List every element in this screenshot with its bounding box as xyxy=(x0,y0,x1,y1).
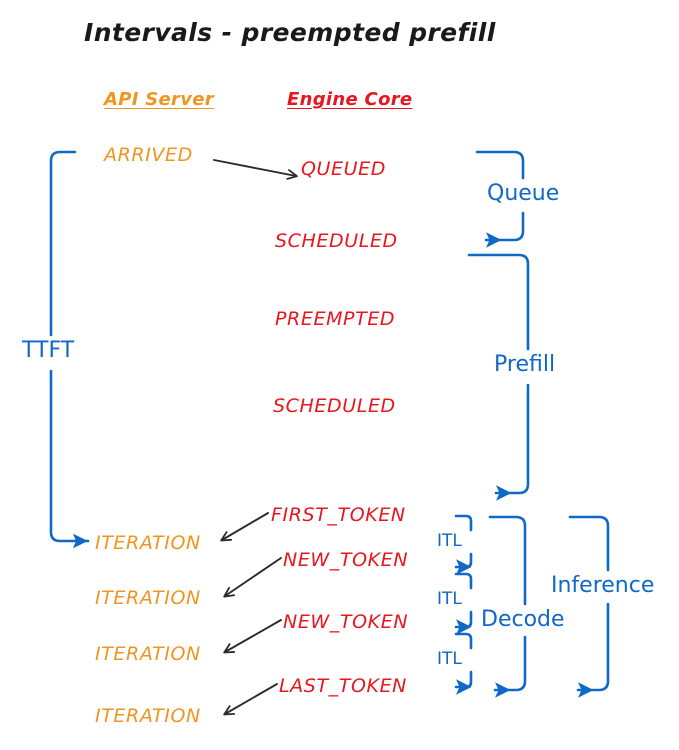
api-event-arrived: ARRIVED xyxy=(104,144,193,166)
engine-event-scheduled-2: SCHEDULED xyxy=(273,395,396,417)
page-title: Intervals - preempted prefill xyxy=(84,18,496,47)
arrow-new-token-2-to-iteration xyxy=(223,619,282,654)
interval-label-itl-1: ITL xyxy=(437,531,462,551)
arrow-arrived-to-queued xyxy=(213,159,298,180)
bracket-ttft xyxy=(49,150,90,549)
api-event-iteration-3: ITERATION xyxy=(95,643,201,665)
interval-label-decode: Decode xyxy=(481,607,565,632)
interval-label-inference: Inference xyxy=(551,573,655,598)
engine-event-first-token: FIRST_TOKEN xyxy=(271,504,406,526)
interval-label-ttft: TTFT xyxy=(22,338,75,363)
interval-label-queue: Queue xyxy=(487,181,560,206)
bracket-queue xyxy=(475,150,525,248)
arrow-new-token-1-to-iteration xyxy=(223,557,282,598)
bracket-itl-1 xyxy=(454,514,473,575)
interval-label-itl-3: ITL xyxy=(437,649,462,669)
bracket-decode xyxy=(488,515,527,698)
api-event-iteration-2: ITERATION xyxy=(95,587,201,609)
interval-label-itl-2: ITL xyxy=(437,589,462,609)
arrow-first-token-to-iteration xyxy=(220,512,269,542)
bracket-itl-2 xyxy=(454,572,473,635)
engine-event-scheduled-1: SCHEDULED xyxy=(275,230,398,252)
engine-event-new-token-2: NEW_TOKEN xyxy=(283,611,409,633)
engine-event-preempted: PREEMPTED xyxy=(275,308,396,330)
bracket-prefill xyxy=(467,253,530,501)
api-event-iteration-1: ITERATION xyxy=(95,532,201,554)
engine-event-last-token: LAST_TOKEN xyxy=(279,675,407,697)
api-event-iteration-4: ITERATION xyxy=(95,705,201,727)
bracket-itl-3 xyxy=(454,632,473,695)
column-header-api-server: API Server xyxy=(104,89,214,110)
engine-event-queued: QUEUED xyxy=(301,158,387,180)
arrow-last-token-to-iteration xyxy=(223,683,278,716)
bracket-inference xyxy=(568,515,610,698)
interval-label-prefill: Prefill xyxy=(494,352,556,377)
column-header-engine-core: Engine Core xyxy=(287,89,413,110)
engine-event-new-token-1: NEW_TOKEN xyxy=(283,549,409,571)
